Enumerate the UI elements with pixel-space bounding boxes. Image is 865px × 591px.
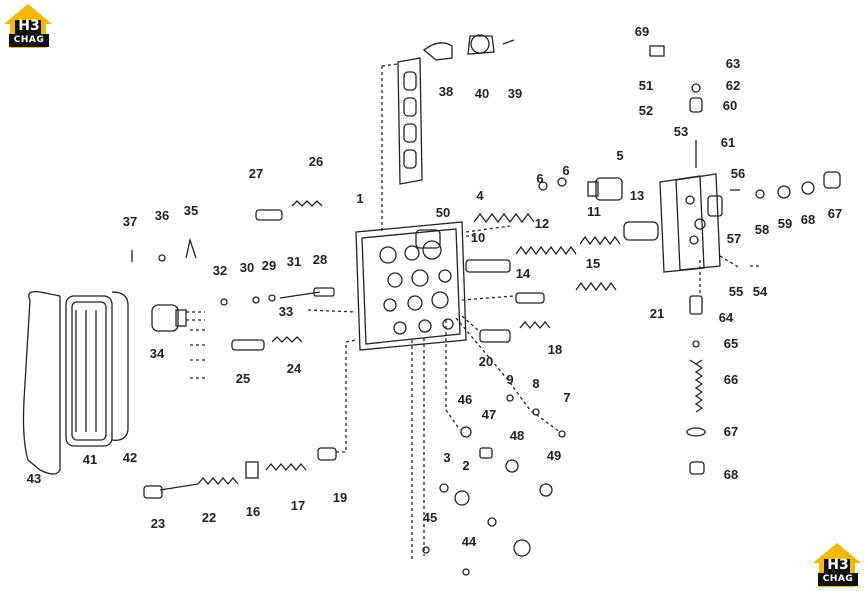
part-label-18: 18 <box>548 342 562 357</box>
part-label-63: 63 <box>726 56 740 71</box>
part-label-29: 29 <box>262 258 276 273</box>
part-label-69: 69 <box>635 24 649 39</box>
part-label-11: 11 <box>587 204 601 219</box>
part-label-6: 6 <box>562 163 569 178</box>
part-label-67: 67 <box>828 206 842 221</box>
part-label-43: 43 <box>27 471 41 486</box>
part-label-5: 5 <box>616 148 623 163</box>
part-label-34: 34 <box>150 346 165 361</box>
part-label-6: 6 <box>536 171 543 186</box>
part-label-65: 65 <box>724 336 738 351</box>
logo-text: CHAG <box>818 573 858 586</box>
part-label-40: 40 <box>475 86 489 101</box>
part-label-46: 46 <box>458 392 472 407</box>
part-label-23: 23 <box>151 516 165 531</box>
part-label-52: 52 <box>639 103 653 118</box>
part-label-53: 53 <box>674 124 688 139</box>
part-label-31: 31 <box>287 254 301 269</box>
part-label-4: 4 <box>476 188 484 203</box>
part-label-68: 68 <box>724 467 738 482</box>
part-label-28: 28 <box>313 252 327 267</box>
part-label-9: 9 <box>506 372 513 387</box>
part-label-44: 44 <box>462 534 477 549</box>
part-label-59: 59 <box>778 216 792 231</box>
part-label-51: 51 <box>639 78 653 93</box>
part-label-61: 61 <box>721 135 735 150</box>
part-label-57: 57 <box>727 231 741 246</box>
part-label-50: 50 <box>436 205 450 220</box>
part-label-33: 33 <box>279 304 293 319</box>
part-label-27: 27 <box>249 166 263 181</box>
part-label-19: 19 <box>333 490 347 505</box>
part-label-42: 42 <box>123 450 137 465</box>
part-label-17: 17 <box>291 498 305 513</box>
part-label-41: 41 <box>83 452 97 467</box>
part-label-67: 67 <box>724 424 738 439</box>
part-label-58: 58 <box>755 222 769 237</box>
part-label-36: 36 <box>155 208 169 223</box>
diagram-linework <box>22 34 841 576</box>
part-label-49: 49 <box>547 448 561 463</box>
part-label-20: 20 <box>479 354 493 369</box>
part-label-2: 2 <box>462 458 469 473</box>
part-label-22: 22 <box>202 510 216 525</box>
part-label-32: 32 <box>213 263 227 278</box>
part-label-24: 24 <box>287 361 302 376</box>
part-label-7: 7 <box>563 390 570 405</box>
part-label-13: 13 <box>630 188 644 203</box>
part-label-62: 62 <box>726 78 740 93</box>
part-label-39: 39 <box>508 86 522 101</box>
part-label-8: 8 <box>532 376 539 391</box>
part-label-47: 47 <box>482 407 496 422</box>
part-label-26: 26 <box>309 154 323 169</box>
brand-logo-top-left: H3 CHAG <box>2 2 54 50</box>
part-label-16: 16 <box>246 504 260 519</box>
logo-mark: H3 <box>18 18 40 34</box>
part-label-3: 3 <box>443 450 450 465</box>
part-label-1: 1 <box>356 191 363 206</box>
part-label-66: 66 <box>724 372 738 387</box>
part-label-45: 45 <box>423 510 437 525</box>
part-label-64: 64 <box>719 310 734 325</box>
part-label-12: 12 <box>535 216 549 231</box>
logo-mark: H3 <box>827 557 849 573</box>
part-label-25: 25 <box>236 371 250 386</box>
part-label-54: 54 <box>753 284 768 299</box>
part-label-35: 35 <box>184 203 198 218</box>
part-label-14: 14 <box>516 266 531 281</box>
brand-logo-bottom-right: H3 CHAG <box>811 541 863 589</box>
logo-text: CHAG <box>9 34 49 47</box>
part-label-37: 37 <box>123 214 137 229</box>
part-label-48: 48 <box>510 428 524 443</box>
part-label-21: 21 <box>650 306 664 321</box>
part-label-10: 10 <box>471 230 485 245</box>
part-label-38: 38 <box>439 84 453 99</box>
part-label-60: 60 <box>723 98 737 113</box>
part-label-30: 30 <box>240 260 254 275</box>
part-label-55: 55 <box>729 284 743 299</box>
part-label-56: 56 <box>731 166 745 181</box>
part-label-15: 15 <box>586 256 600 271</box>
part-label-68: 68 <box>801 212 815 227</box>
